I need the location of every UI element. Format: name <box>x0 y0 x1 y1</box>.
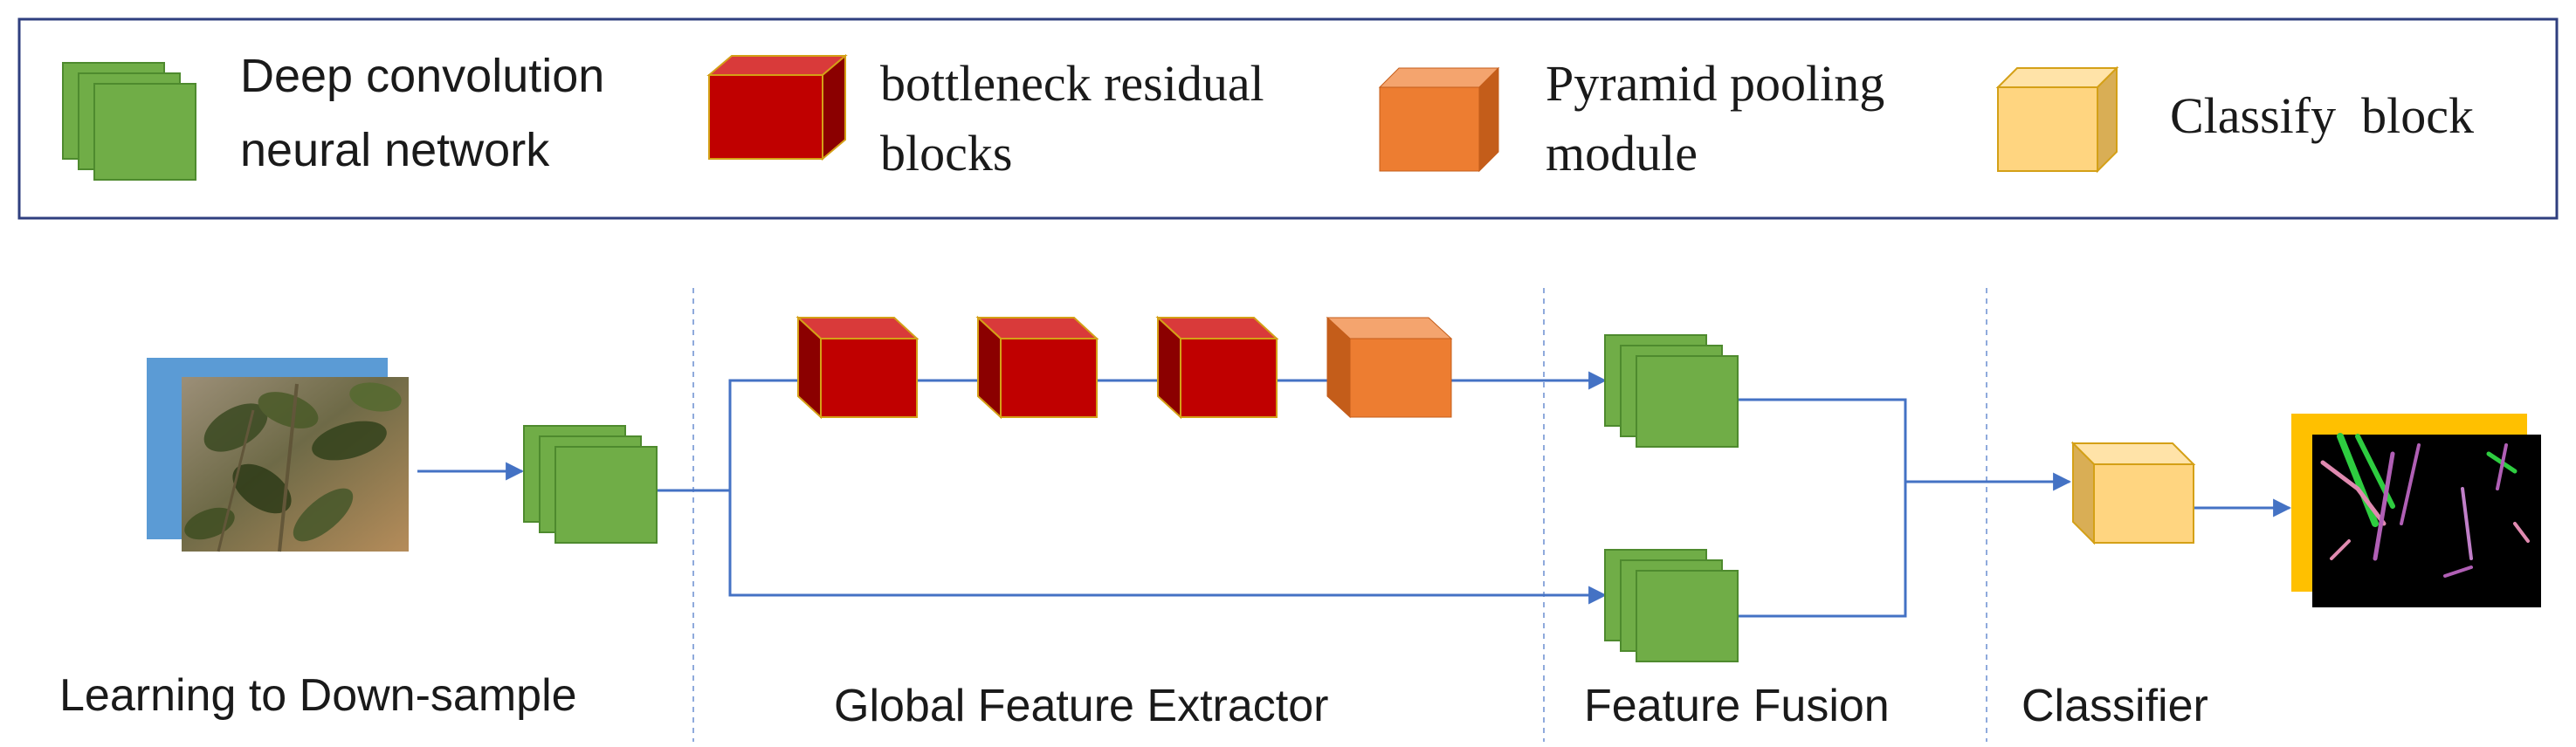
output-mask-strokes <box>2320 433 2530 578</box>
legend-label-dcnn-line1: Deep convolution <box>240 50 604 102</box>
legend-border <box>17 17 2559 220</box>
line-fusion-top-merge <box>1738 398 1907 482</box>
legend-label-bottleneck-line2: blocks <box>880 125 1012 182</box>
legend-label-classify: Classify block <box>2170 87 2474 144</box>
stage-labels: Learning to Down-sample Global Feature E… <box>59 670 2208 731</box>
classifier-block <box>2070 441 2196 545</box>
stage-dividers <box>692 288 1987 742</box>
stage-label-global: Global Feature Extractor <box>834 681 1328 731</box>
legend-label-bottleneck-line1: bottleneck residual <box>880 55 1264 112</box>
bottleneck-block-3 <box>1155 315 1279 420</box>
legend-green-stack-icon <box>62 62 196 181</box>
arrow-to-bottleneck-1 <box>728 371 825 490</box>
legend-orange-cube-icon <box>1378 66 1500 173</box>
bottleneck-block-2 <box>975 315 1099 420</box>
fusion-stack-top-icon <box>1604 334 1739 448</box>
input-image-foliage <box>184 382 402 552</box>
legend: Deep convolution neural network bottlene… <box>17 17 2559 220</box>
legend-label-pyramid-line1: Pyramid pooling <box>1546 55 1884 112</box>
line-fusion-bottom-merge <box>1738 482 1907 618</box>
bottleneck-block-1 <box>796 315 920 420</box>
fusion-stack-bottom-icon <box>1604 549 1739 662</box>
output-segmentation <box>2291 414 2541 607</box>
stage-label-fusion: Feature Fusion <box>1584 681 1890 731</box>
input-image <box>147 358 409 552</box>
arrow-skip-to-fusion-bottom <box>728 490 1608 605</box>
legend-label-dcnn-line2: neural network <box>240 124 550 176</box>
stage-label-learning: Learning to Down-sample <box>59 670 577 721</box>
pyramid-pooling-block <box>1326 316 1453 419</box>
legend-label-pyramid-line2: module <box>1546 125 1698 182</box>
legend-yellow-cube-icon <box>1995 65 2119 174</box>
legend-red-cube-icon <box>706 53 848 161</box>
stage-label-classifier: Classifier <box>2022 681 2208 731</box>
dcnn-stack-icon <box>523 425 658 544</box>
connectors <box>417 371 2292 618</box>
